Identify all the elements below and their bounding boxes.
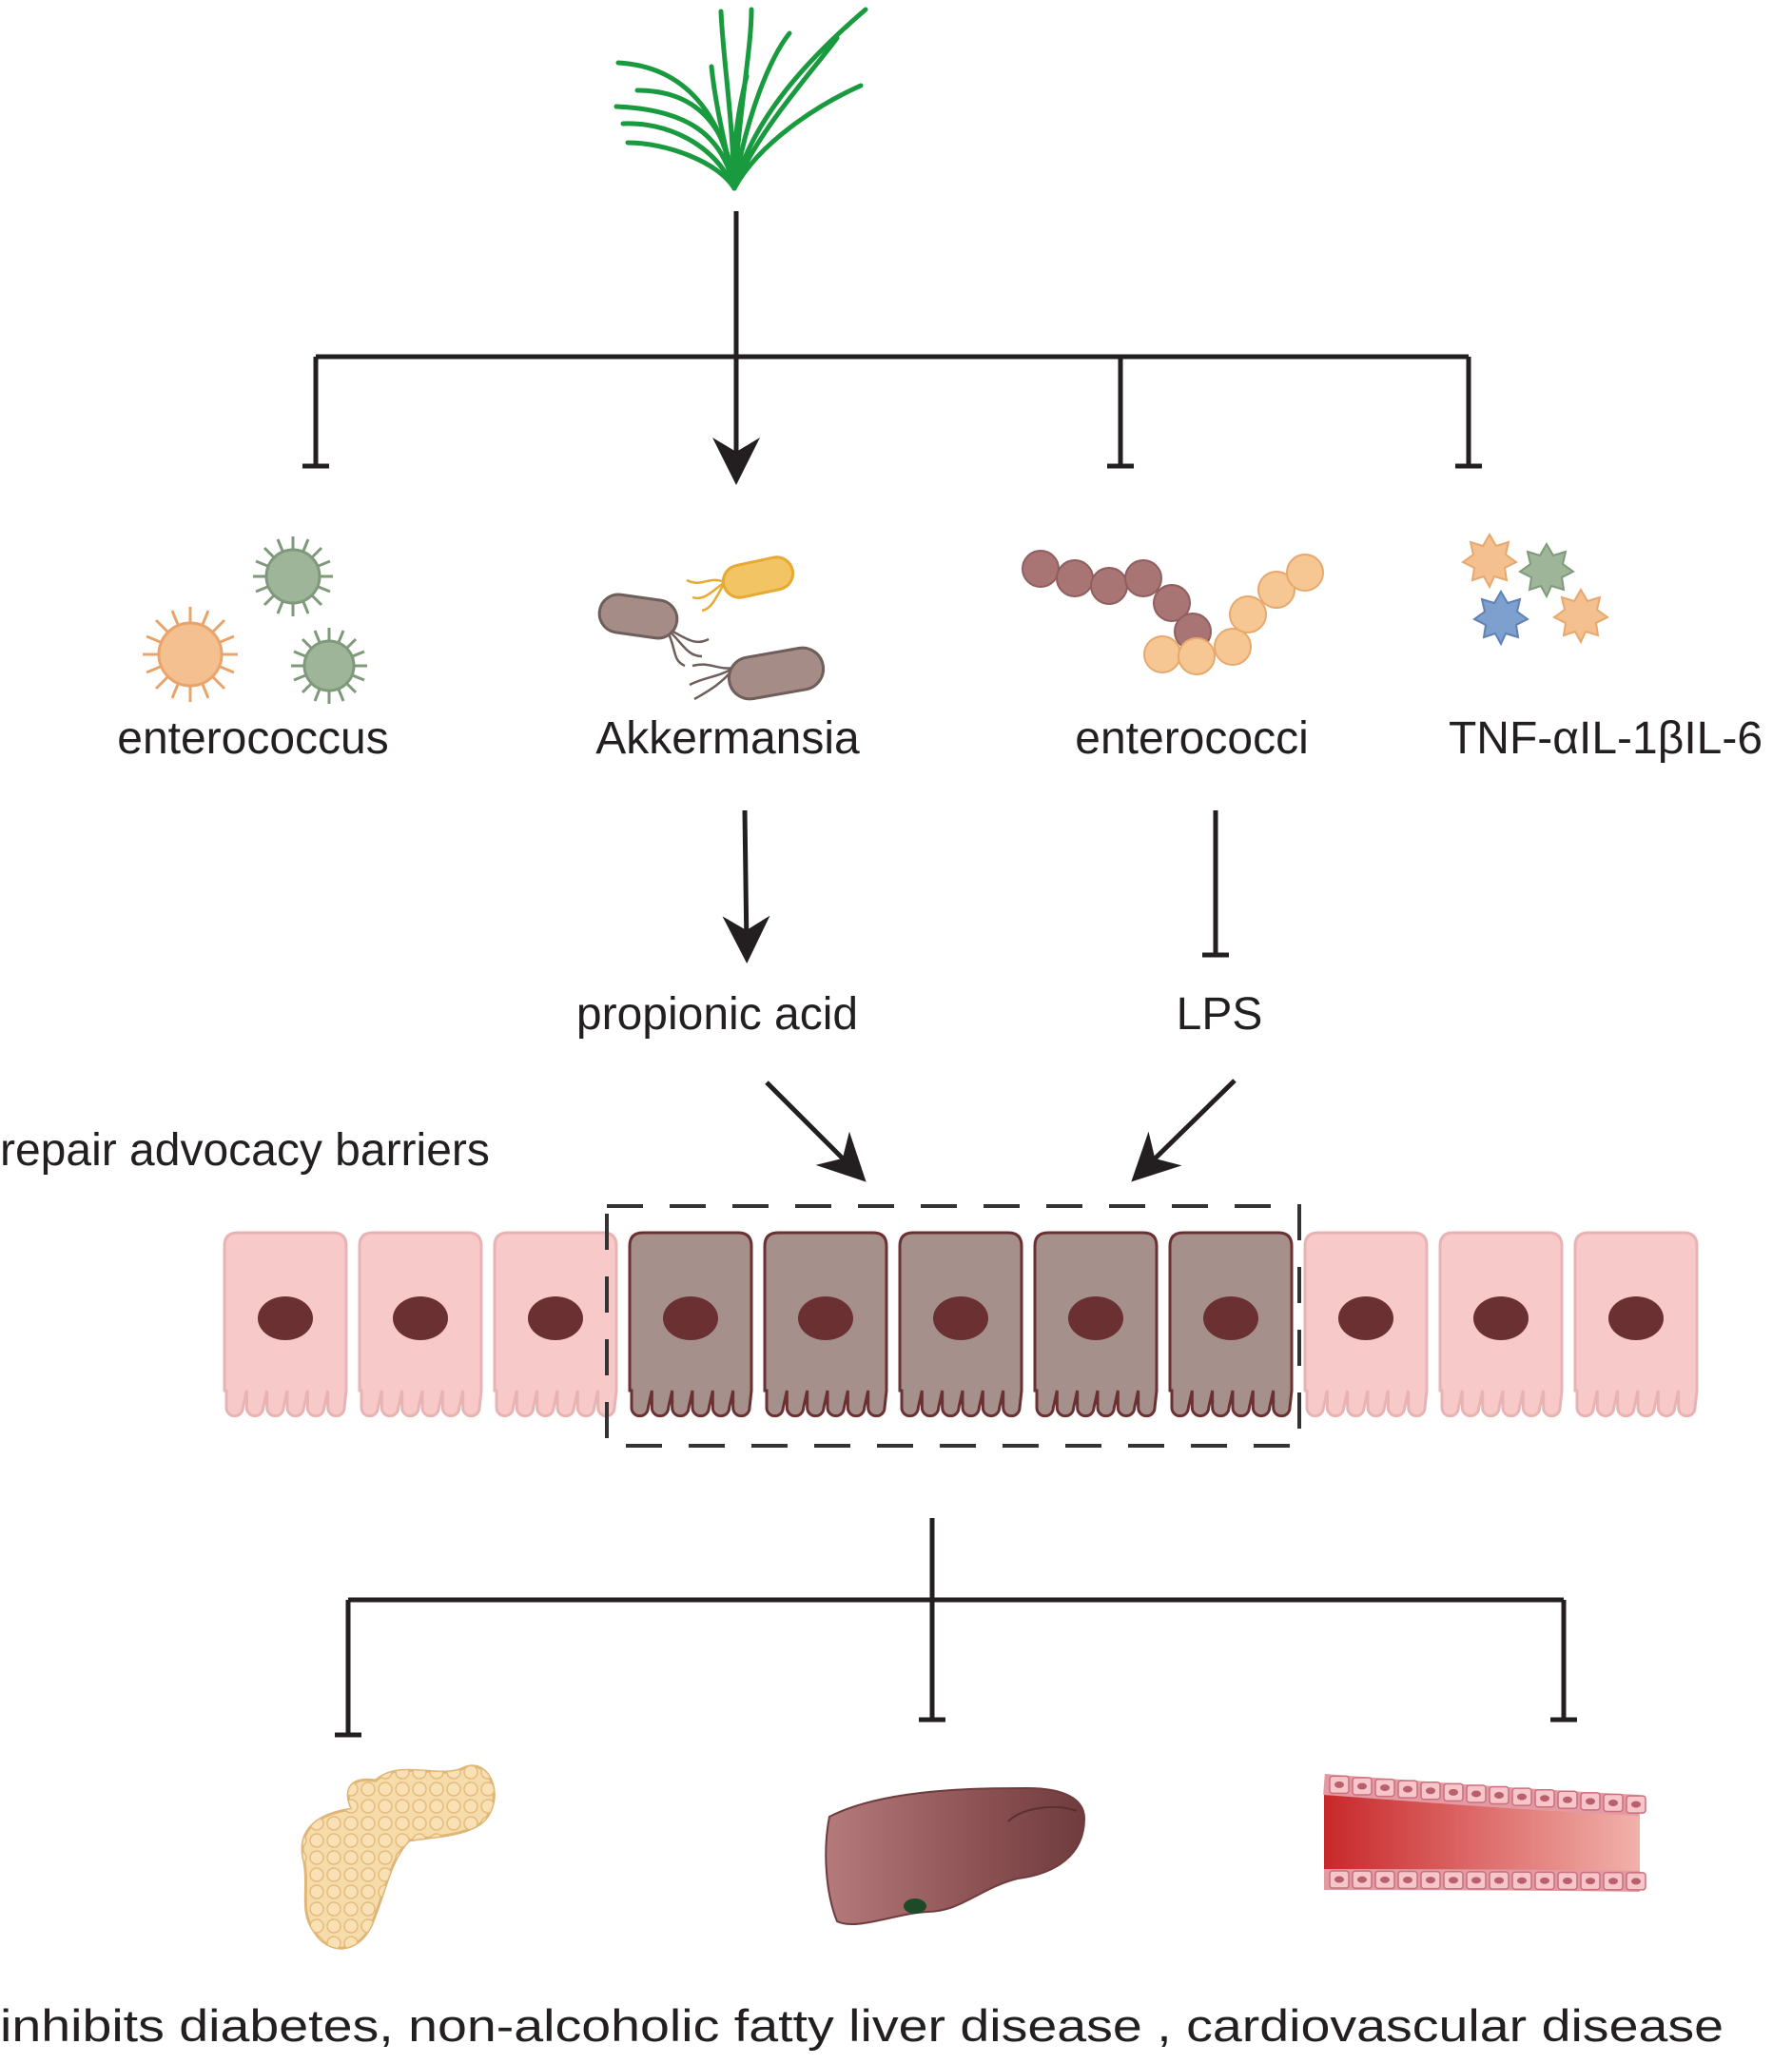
arrow-lps-to-barrier xyxy=(1131,1079,1237,1182)
cytokine-icon xyxy=(1461,533,1609,647)
cell-nucleus xyxy=(933,1296,988,1340)
vessel-cell-nucleus xyxy=(1471,1790,1481,1798)
cell-nucleus xyxy=(1338,1296,1393,1340)
vessel-cell-nucleus xyxy=(1608,1799,1618,1806)
label-outcome: inhibits diabetes, non-alcoholic fatty l… xyxy=(0,2000,1724,2051)
vessel-cell-nucleus xyxy=(1517,1793,1527,1801)
cell-nucleus xyxy=(1068,1296,1123,1340)
liver-icon xyxy=(825,1786,1086,1925)
blood-vessel-icon xyxy=(1323,1774,1646,1892)
repaired-cell xyxy=(898,1231,1023,1418)
vessel-cell-nucleus xyxy=(1517,1877,1527,1884)
vessel-cell-nucleus xyxy=(1586,1798,1595,1805)
vessel-cell-nucleus xyxy=(1631,1878,1641,1885)
vessel-cell-nucleus xyxy=(1357,1782,1367,1790)
vessel-cell-nucleus xyxy=(1540,1877,1549,1884)
cell-nucleus xyxy=(1473,1296,1529,1340)
epithelial-cell xyxy=(493,1231,618,1418)
vessel-cell-nucleus xyxy=(1494,1877,1504,1884)
vessel-cell-nucleus xyxy=(1563,1796,1572,1803)
vessel-cell-nucleus xyxy=(1403,1876,1412,1883)
cell-nucleus xyxy=(798,1296,853,1340)
vessel-cell-nucleus xyxy=(1380,1784,1390,1792)
cell-nucleus xyxy=(1608,1296,1664,1340)
vessel-cell-nucleus xyxy=(1563,1877,1572,1884)
vessel-cell-nucleus xyxy=(1334,1781,1344,1788)
vessel-cell-nucleus xyxy=(1449,1877,1458,1884)
repaired-cell xyxy=(1168,1231,1294,1418)
label-lps: LPS xyxy=(1177,989,1263,1040)
vessel-cell-nucleus xyxy=(1494,1792,1504,1800)
cell-nucleus xyxy=(258,1296,313,1340)
epithelial-cell xyxy=(1438,1231,1564,1418)
label-propionic-acid: propionic acid xyxy=(576,989,858,1040)
repaired-cell xyxy=(628,1231,753,1418)
vessel-cell-nucleus xyxy=(1357,1876,1367,1883)
epithelial-barrier xyxy=(223,1231,1699,1418)
vessel-cell-nucleus xyxy=(1631,1801,1641,1808)
rod-bacteria-icon xyxy=(597,555,826,701)
vessel-cell-nucleus xyxy=(1426,1877,1435,1884)
vessel-cell-nucleus xyxy=(1334,1876,1344,1883)
vessel-cell-nucleus xyxy=(1426,1787,1435,1795)
vessel-cell-nucleus xyxy=(1608,1878,1618,1885)
grass-icon xyxy=(614,7,868,191)
vessel-cell-nucleus xyxy=(1471,1877,1481,1884)
vessel-cell-nucleus xyxy=(1540,1795,1549,1802)
cell-nucleus xyxy=(1203,1296,1258,1340)
label-cytokines: TNF-αIL-1βIL-6 xyxy=(1449,713,1763,764)
bottom-branch-lines xyxy=(335,1518,1577,1738)
top-branch-lines xyxy=(313,211,1471,464)
repair-region-frame xyxy=(605,1204,1301,1448)
vessel-cell-nucleus xyxy=(1380,1876,1390,1883)
label-akkermansia: Akkermansia xyxy=(595,713,860,764)
epithelial-cell xyxy=(223,1231,348,1418)
repaired-cell xyxy=(1033,1231,1159,1418)
cell-nucleus xyxy=(393,1296,448,1340)
chain-cocci-icon xyxy=(1022,550,1324,675)
epithelial-cell xyxy=(1303,1231,1429,1418)
inhibit-enterococci-to-lps xyxy=(1202,810,1229,958)
cell-nucleus xyxy=(528,1296,583,1340)
label-barrier: repair advocacy barriers xyxy=(0,1125,490,1176)
spiky-cocci-icon xyxy=(143,536,367,704)
vessel-cell-nucleus xyxy=(1449,1788,1458,1796)
pancreas-icon xyxy=(301,1764,496,1950)
vessel-cell-nucleus xyxy=(1403,1785,1412,1793)
repaired-cell xyxy=(763,1231,888,1418)
label-enterococcus: enterococcus xyxy=(117,713,389,764)
cell-nucleus xyxy=(663,1296,718,1340)
arrow-akkermansia-to-propionic xyxy=(722,809,770,964)
vessel-cell-nucleus xyxy=(1586,1878,1595,1885)
arrow-propionic-to-barrier xyxy=(765,1081,867,1182)
label-enterococci: enterococci xyxy=(1075,713,1308,764)
epithelial-cell xyxy=(1573,1231,1699,1418)
epithelial-cell xyxy=(358,1231,483,1418)
